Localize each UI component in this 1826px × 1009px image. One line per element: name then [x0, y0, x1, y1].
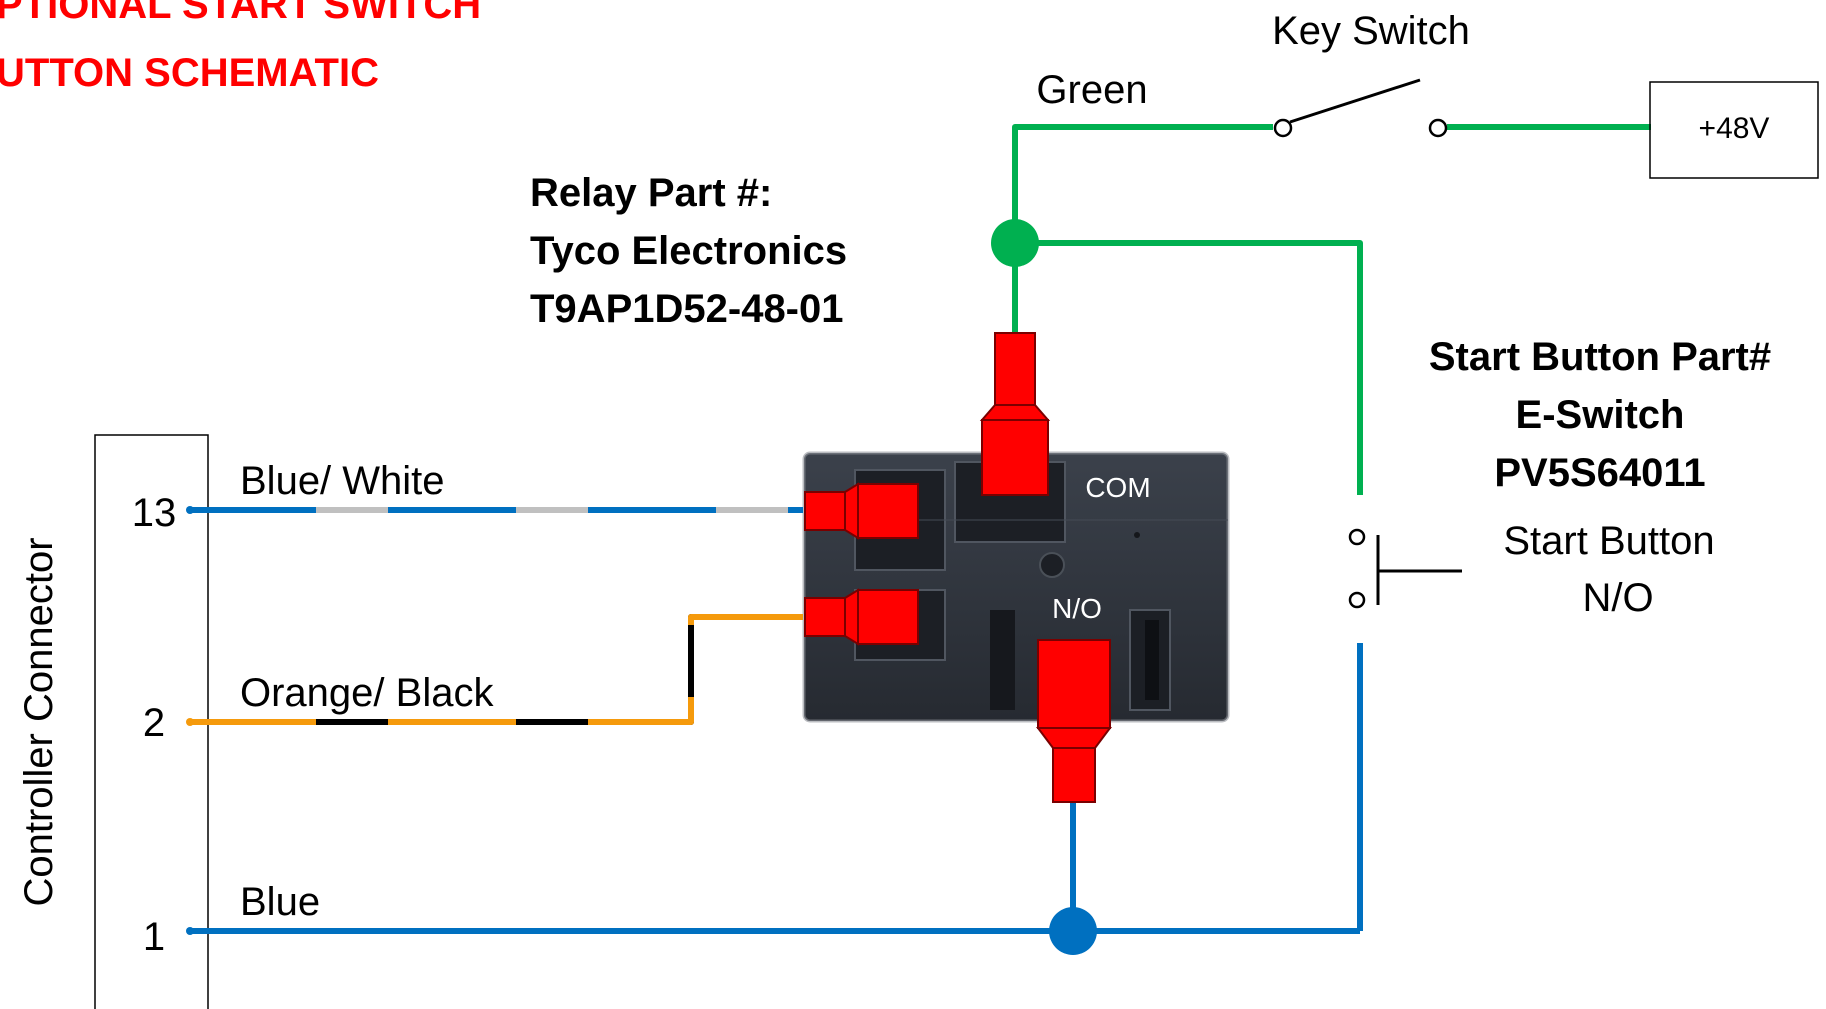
start-button-label-line-1: Start Button — [1503, 519, 1714, 563]
pin-2-end — [186, 718, 194, 726]
green-junction-dot — [991, 219, 1039, 267]
pin-2-label: 2 — [143, 701, 165, 745]
blue-white-wire-label: Blue/ White — [240, 459, 445, 503]
key-switch-symbol — [1273, 78, 1448, 138]
relay-part-line-2: Tyco Electronics — [530, 229, 847, 273]
start-button-symbol — [1348, 528, 1462, 609]
start-button-part-line-2: E-Switch — [1516, 393, 1685, 437]
pin-1-end — [186, 927, 194, 935]
green-wire-label: Green — [1036, 68, 1147, 112]
relay-part-line-1: Relay Part #: — [530, 171, 772, 215]
orange-black-terminal — [804, 588, 919, 646]
controller-connector-box — [94, 434, 209, 1009]
pin-13-end — [186, 506, 194, 514]
start-button-label-line-2: N/O — [1582, 576, 1653, 620]
supply-48v-box — [1649, 81, 1819, 179]
relay-no-label: N/O — [1052, 593, 1102, 624]
blue-white-terminal — [804, 482, 919, 540]
orange-black-wire-label: Orange/ Black — [240, 671, 494, 715]
title-line-2: UTTON SCHEMATIC — [0, 51, 379, 95]
pin-13-label: 13 — [132, 491, 177, 535]
blue-junction-dot — [1049, 907, 1097, 955]
orange-black-wire-orange — [188, 614, 803, 725]
relay-part-line-3: T9AP1D52-48-01 — [530, 287, 844, 331]
green-wire — [1012, 124, 1651, 495]
key-switch-label: Key Switch — [1272, 9, 1470, 53]
blue-wire-label: Blue — [240, 880, 320, 924]
start-button-part-line-1: Start Button Part# — [1429, 335, 1771, 379]
relay-com-label: COM — [1085, 472, 1150, 503]
com-terminal — [979, 332, 1051, 496]
no-terminal — [1036, 639, 1112, 803]
title-line-1: PTIONAL START SWITCH — [0, 0, 481, 27]
pin-1-label: 1 — [143, 915, 165, 959]
supply-48v-label: +48V — [1699, 112, 1770, 145]
start-button-part-line-3: PV5S64011 — [1494, 451, 1705, 495]
controller-connector-label: Controller Connector — [17, 537, 61, 906]
